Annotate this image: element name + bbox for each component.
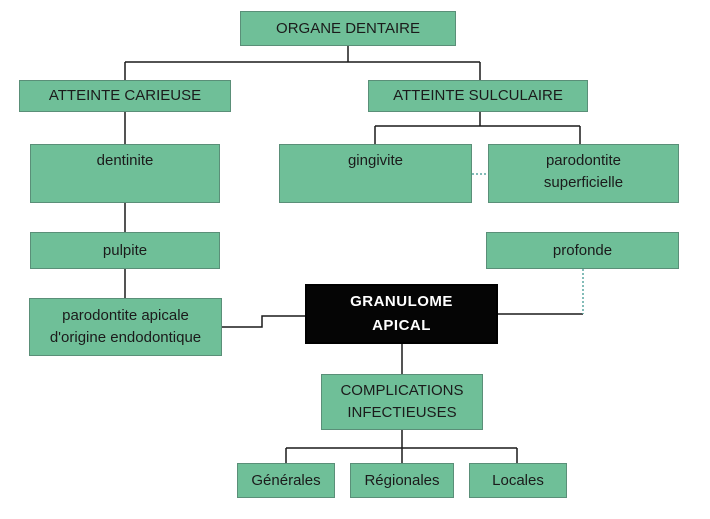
node-gingivite-label: gingivite xyxy=(347,152,404,169)
node-parodontite-superficielle: parodontite superficielle xyxy=(488,144,679,203)
node-generales-label: Générales xyxy=(251,471,321,489)
node-locales-label: Locales xyxy=(492,471,544,489)
node-organe-dentaire: ORGANE DENTAIRE xyxy=(240,11,456,46)
node-regionales: Régionales xyxy=(350,463,454,498)
node-atteinte-sulculaire: ATTEINTE SULCULAIRE xyxy=(368,80,588,112)
node-generales: Générales xyxy=(237,463,335,498)
connector-organe-branch xyxy=(124,46,481,80)
node-parodontite-apicale-label: parodontite apicale d'origine endodontiq… xyxy=(49,307,202,346)
node-complications-infectieuses-label: COMPLICATIONS INFECTIEUSES xyxy=(340,382,464,421)
node-locales: Locales xyxy=(469,463,567,498)
node-profonde-label: profonde xyxy=(552,241,613,259)
node-regionales-label: Régionales xyxy=(364,471,440,489)
connector-parodontite-apicale-granulome xyxy=(222,315,305,328)
node-atteinte-sulculaire-label: ATTEINTE SULCULAIRE xyxy=(393,87,563,104)
node-complications-infectieuses: COMPLICATIONS INFECTIEUSES xyxy=(321,374,483,430)
node-pulpite: pulpite xyxy=(30,232,220,269)
node-organe-dentaire-label: ORGANE DENTAIRE xyxy=(276,19,420,37)
connector-sulculaire-branch xyxy=(374,112,581,144)
node-atteinte-carieuse-label: ATTEINTE CARIEUSE xyxy=(48,87,202,104)
node-parodontite-apicale: parodontite apicale d'origine endodontiq… xyxy=(29,298,222,356)
node-dentinite: dentinite xyxy=(30,144,220,203)
node-gingivite: gingivite xyxy=(279,144,472,203)
node-dentinite-label: dentinite xyxy=(96,152,154,169)
node-profonde: profonde xyxy=(486,232,679,269)
node-parodontite-superficielle-label: parodontite superficielle xyxy=(543,152,624,191)
node-granulome-apical-label: GRANULOME APICAL xyxy=(350,293,453,334)
connector-complications-branch xyxy=(285,430,518,463)
node-pulpite-label: pulpite xyxy=(102,241,148,259)
node-atteinte-carieuse: ATTEINTE CARIEUSE xyxy=(19,80,231,112)
node-granulome-apical: GRANULOME APICAL xyxy=(305,284,498,344)
